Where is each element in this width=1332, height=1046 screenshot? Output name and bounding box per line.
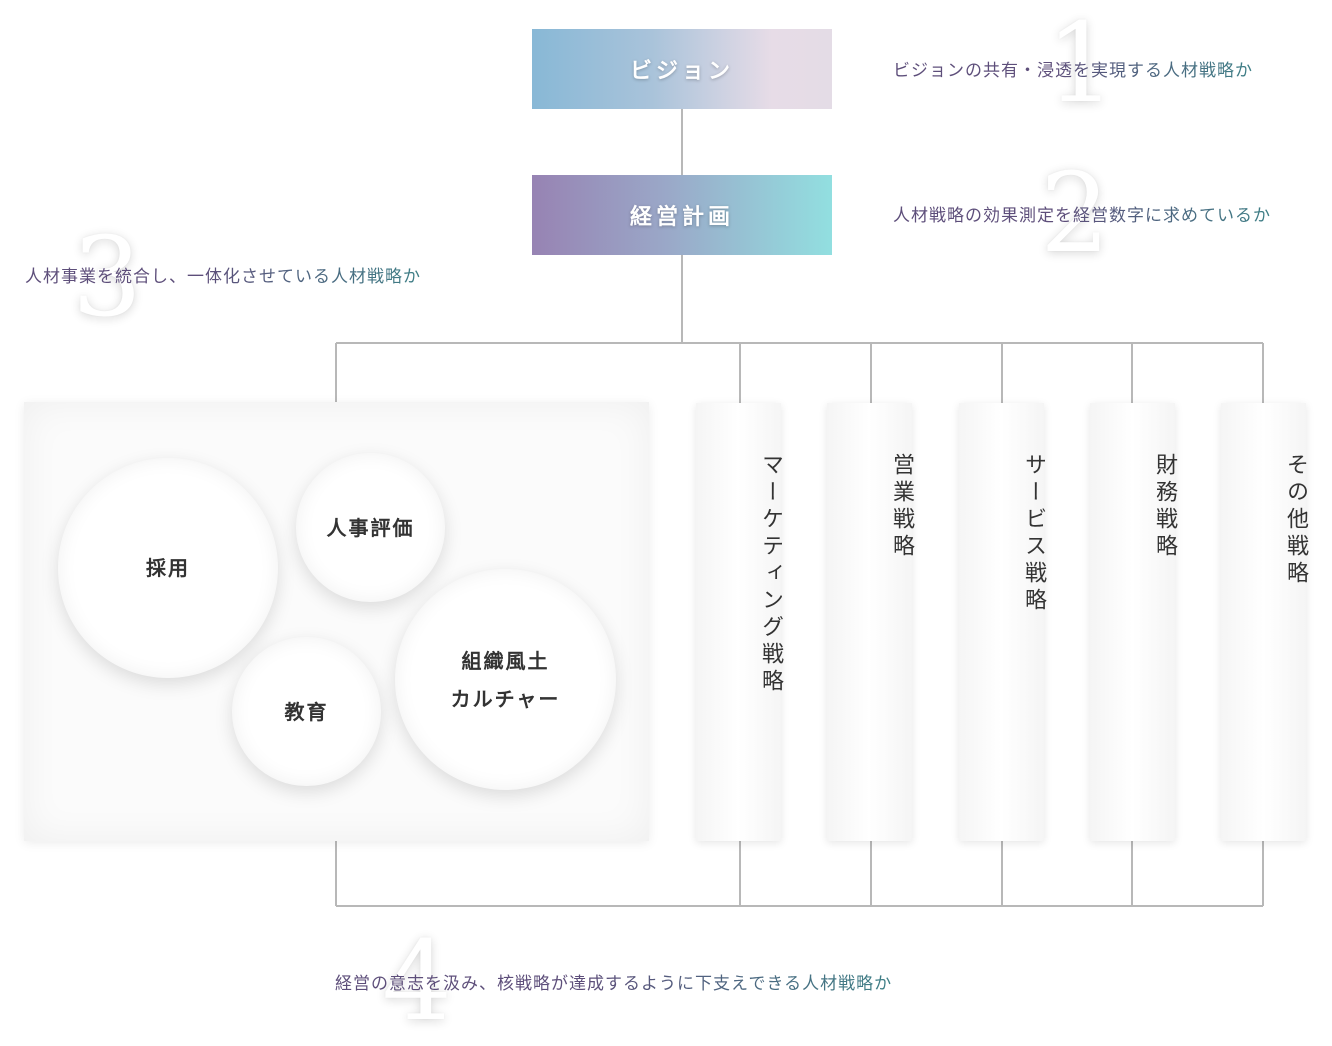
circle-recruit: 採用	[58, 458, 278, 678]
column-other-strategy: その他戦略	[1221, 403, 1308, 841]
number-3: 3	[72, 222, 142, 332]
number-1: 1	[1046, 8, 1116, 118]
column-service-strategy: サービス戦略	[959, 403, 1046, 841]
service-strategy-label: サービス戦略	[1021, 453, 1046, 615]
education-label: 教育	[284, 699, 329, 724]
column-marketing-strategy: マーケティング戦略	[696, 403, 783, 841]
caption-3: 人材事業を統合し、一体化させている人材戦略か	[25, 262, 421, 287]
plan-label: 経営計画	[629, 204, 734, 230]
caption-1: ビジョンの共有・浸透を実現する人材戦略か	[893, 56, 1253, 81]
vision-box: ビジョン	[532, 29, 832, 109]
vision-label: ビジョン	[629, 58, 734, 84]
number-4: 4	[382, 926, 452, 1036]
caption-2: 人材戦略の効果測定を経営数字に求めているか	[893, 201, 1271, 226]
column-sales-strategy: 営業戦略	[827, 403, 914, 841]
circle-education: 教育	[232, 637, 381, 786]
circle-culture: 組織風土 カルチャー	[395, 569, 616, 790]
sales-strategy-label: 営業戦略	[889, 453, 914, 561]
other-strategy-label: その他戦略	[1283, 453, 1308, 588]
number-2: 2	[1040, 158, 1110, 268]
plan-box: 経営計画	[532, 175, 832, 255]
column-finance-strategy: 財務戦略	[1090, 403, 1177, 841]
caption-4: 経営の意志を汲み、核戦略が達成するように下支えできる人材戦略か	[335, 969, 892, 994]
evaluation-label: 人事評価	[326, 515, 415, 540]
culture-label-line2: カルチャー	[450, 686, 561, 711]
finance-strategy-label: 財務戦略	[1152, 453, 1177, 561]
recruit-label: 採用	[146, 556, 190, 580]
culture-label-line1: 組織風土	[461, 648, 550, 673]
circle-evaluation: 人事評価	[296, 453, 445, 602]
marketing-strategy-label: マーケティング戦略	[758, 453, 783, 696]
